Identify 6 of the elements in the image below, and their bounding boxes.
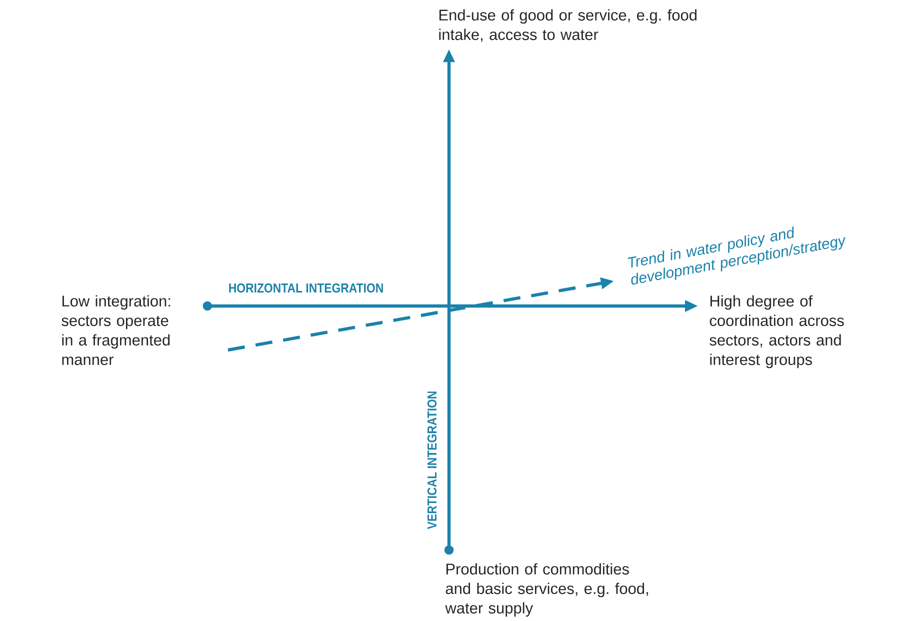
axis-end-label: High degree of coordination across sectors, actors and interest groups xyxy=(710,295,844,368)
axis-end-label: Low integration: sectors operate in a fragmented manner xyxy=(62,295,170,366)
edge-label: HORIZONTAL INTEGRATION xyxy=(228,282,385,294)
axis-end-label: Production of commodities and basic services, e.g. food, water supply xyxy=(445,563,648,617)
axis-end-label: End-use of good or service, e.g. food intake, access to water xyxy=(439,9,696,42)
edge-label: VERTICAL INTEGRATION xyxy=(426,390,438,530)
